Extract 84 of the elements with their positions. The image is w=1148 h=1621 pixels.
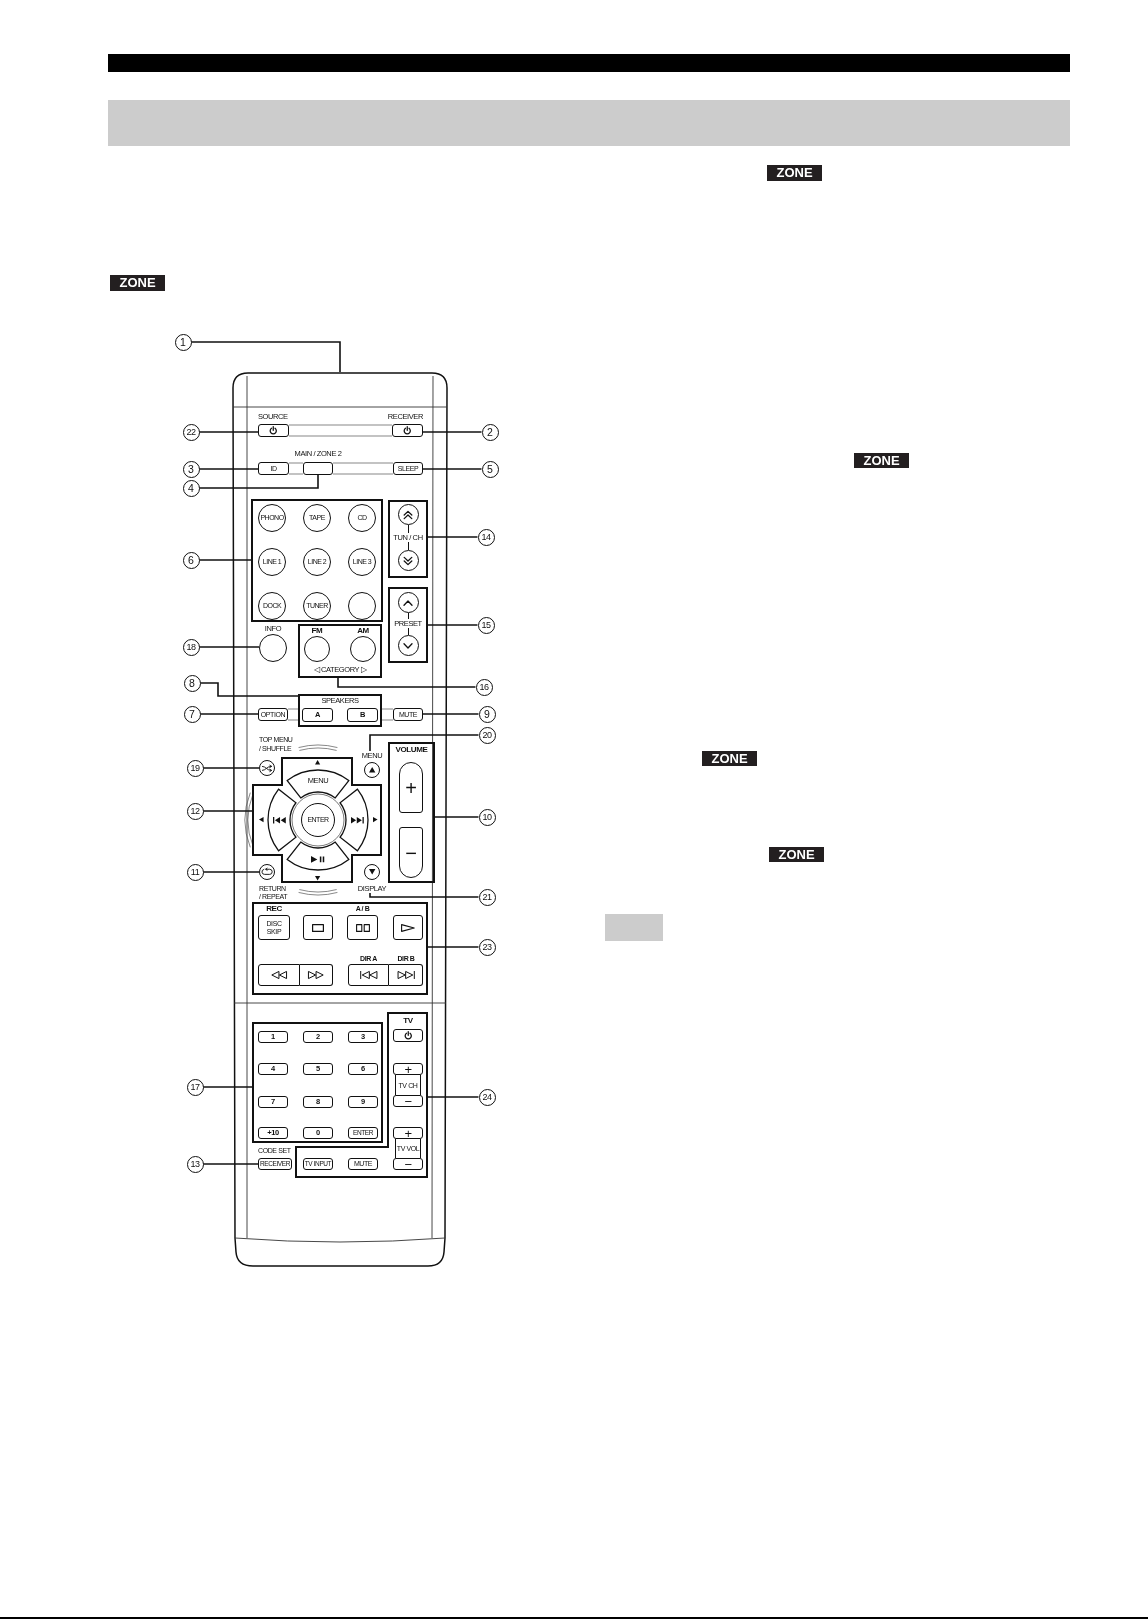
callout-number: 1	[174, 333, 192, 351]
zone-tag: ZONE	[854, 453, 909, 468]
remote-control-body	[232, 372, 448, 1268]
button-group-frame	[298, 694, 382, 727]
callout-number: 3	[182, 460, 200, 478]
callout-number: 16	[475, 678, 493, 696]
dpad-button	[267, 788, 297, 852]
callout-number: 11	[186, 863, 204, 881]
zone-tag: ZONE	[110, 275, 165, 291]
leader-line	[202, 1086, 253, 1088]
leader-line	[422, 713, 480, 715]
note-heading-tab	[605, 914, 663, 941]
leader-line	[434, 816, 480, 818]
callout-number: 8	[183, 674, 201, 692]
callout-number: 15	[477, 616, 495, 634]
callout-number: 17	[186, 1078, 204, 1096]
leader-line	[427, 946, 480, 948]
remote-button: −	[393, 1158, 423, 1170]
leader-line	[369, 734, 480, 752]
leader-line	[198, 474, 319, 489]
leader-line	[422, 468, 483, 470]
leader-line	[202, 810, 253, 812]
callout-number: 24	[478, 1088, 496, 1106]
leader-line	[427, 1096, 480, 1098]
leader-line	[202, 1163, 259, 1165]
callout-number: 19	[186, 759, 204, 777]
zone-tag: ZONE	[769, 847, 824, 862]
leader-line	[202, 871, 260, 873]
rewind-button	[258, 964, 300, 986]
heading-band	[108, 100, 1070, 146]
callout-number: 20	[478, 726, 496, 744]
zone-tag: ZONE	[767, 165, 822, 181]
leader-line	[422, 431, 483, 433]
button-group-frame	[252, 1022, 383, 1143]
button-group-frame	[295, 1012, 428, 1178]
remote-button: +	[393, 1127, 423, 1139]
callout-number: 6	[182, 551, 200, 569]
play-button	[393, 915, 423, 940]
callout-number: 12	[186, 802, 204, 820]
leader-line	[199, 713, 259, 715]
leader-line	[198, 431, 259, 433]
button-label: TV	[403, 1016, 413, 1025]
leader-line	[198, 646, 260, 648]
dpad-button	[339, 788, 369, 852]
button-label: REC	[266, 904, 282, 913]
button-group-frame	[388, 742, 435, 883]
leader-line	[198, 468, 259, 470]
button-group-frame	[388, 587, 428, 663]
callout-number: 14	[477, 528, 495, 546]
button-group-frame	[251, 499, 383, 622]
fast-forward-button	[300, 964, 333, 986]
remote-button: +	[393, 1063, 423, 1075]
button-label: FM	[311, 626, 323, 635]
callout-number: 18	[182, 638, 200, 656]
leader-line	[427, 536, 479, 538]
volume-button: −	[399, 827, 423, 878]
callout-number: 2	[481, 423, 499, 441]
callout-number: 23	[478, 938, 496, 956]
callout-number: 21	[478, 888, 496, 906]
callout-number: 13	[186, 1155, 204, 1173]
callout-number: 22	[182, 423, 200, 441]
volume-button: +	[399, 762, 423, 813]
leader-line	[337, 677, 477, 688]
callout-number: 9	[478, 705, 496, 723]
leader-line	[202, 767, 260, 769]
callout-number: 7	[183, 705, 201, 723]
group-label: VOLUME	[395, 745, 428, 754]
leader-line	[198, 559, 252, 561]
callout-number: 5	[481, 460, 499, 478]
stop-button	[303, 915, 333, 940]
leader-line	[190, 341, 341, 373]
button-group-frame	[388, 500, 428, 578]
button-group-frame	[252, 757, 382, 883]
button-label: AM	[357, 626, 369, 635]
leader-line	[199, 682, 299, 697]
dpad-button	[286, 841, 350, 871]
remote-button: −	[393, 1095, 423, 1107]
callout-number: 10	[478, 808, 496, 826]
button-group-frame	[252, 902, 428, 995]
leader-line	[427, 624, 479, 626]
button-group-frame	[298, 624, 382, 678]
callout-number: 4	[182, 479, 200, 497]
zone-tag: ZONE	[702, 751, 757, 766]
leader-line	[369, 892, 480, 898]
